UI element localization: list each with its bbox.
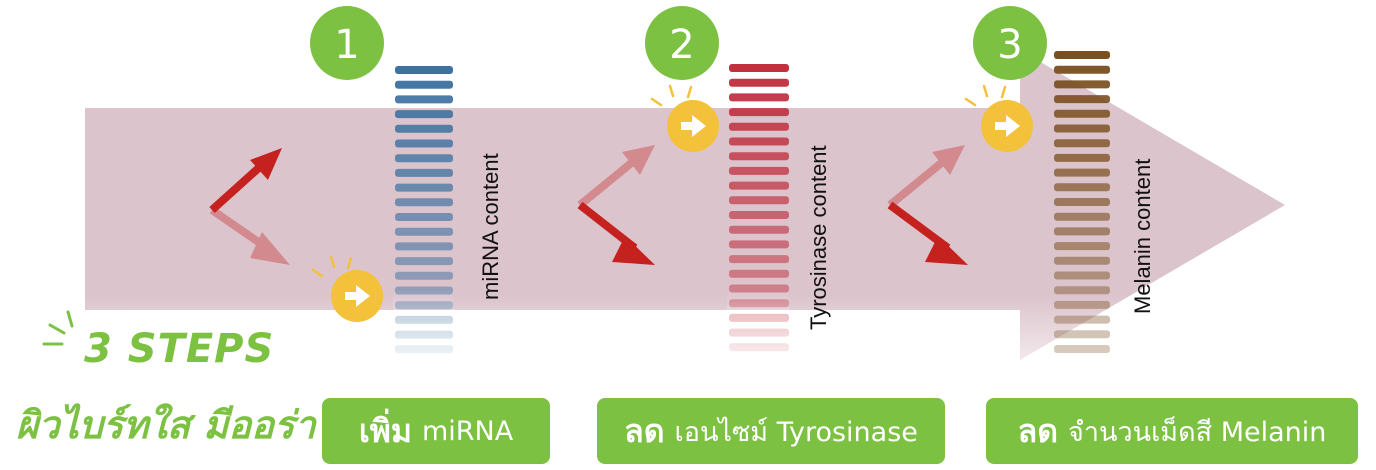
bar-stripe	[729, 93, 789, 102]
step-3-marker	[964, 84, 1033, 152]
bar-stripe	[395, 168, 453, 177]
play-arrow-icon	[995, 115, 1020, 137]
bar-stripe	[1054, 183, 1110, 192]
brightening-tagline: ผิวไบร์ทใส มีออร่า	[16, 403, 316, 447]
bar-stripe	[1054, 300, 1110, 309]
steps-title: 3 STEPS	[84, 326, 275, 372]
bar-stripe	[1054, 95, 1110, 104]
bar-stripe	[1054, 227, 1110, 236]
trend-arrow-icon	[577, 145, 655, 209]
bar-stripe	[395, 242, 453, 251]
step-1-pill-text: miRNA	[421, 415, 514, 447]
step-2-marker	[650, 84, 719, 152]
step-3-pill-keyword: ลด	[1017, 411, 1059, 450]
bar-stripe	[395, 139, 453, 148]
bar-stripe	[729, 64, 789, 72]
step-3-number: 3	[997, 22, 1022, 68]
bar-stripe	[1054, 256, 1110, 265]
bar-stripe	[395, 257, 453, 266]
bar-stripe	[395, 213, 453, 221]
bar-stripe	[395, 110, 453, 119]
bar-stripe	[729, 211, 789, 219]
bar-stripe	[1054, 51, 1110, 59]
bar-stripe	[395, 95, 453, 104]
step-3-trend-arrows	[887, 145, 968, 265]
bar-stripe	[729, 225, 789, 234]
step-1-pill: เพิ่ม miRNA	[322, 398, 550, 464]
bar-stripe	[395, 80, 453, 89]
bar-stripe	[1054, 168, 1110, 177]
step-1-marker	[311, 255, 383, 322]
mirna-content-label: miRNA content	[478, 153, 503, 300]
bar-stripe	[1054, 198, 1110, 206]
step-3-badge: 3	[973, 6, 1047, 80]
bar-stripe	[1054, 315, 1110, 324]
bar-stripe	[729, 122, 789, 131]
bar-stripe	[1054, 330, 1110, 339]
bar-stripe	[729, 152, 789, 161]
sparkle-icon	[311, 255, 353, 278]
bar-stripe	[1054, 242, 1110, 251]
bar-stripe	[729, 269, 789, 278]
bar-stripe	[1054, 212, 1110, 221]
bar-stripe	[1054, 109, 1110, 118]
bar-stripe	[729, 108, 789, 117]
trend-arrow-icon	[887, 145, 965, 209]
bar-stripe	[1054, 65, 1110, 74]
bar-stripe	[729, 255, 789, 264]
bar-stripe	[395, 124, 453, 133]
bar-stripe	[1054, 153, 1110, 162]
step-3-pill: ลด จำนวนเม็ดสี Melanin	[986, 398, 1358, 464]
sparkle-icon	[964, 84, 1007, 107]
bar-stripe	[729, 240, 789, 249]
bar-stripe	[1054, 286, 1110, 295]
step-3-pill-text: จำนวนเม็ดสี Melanin	[1068, 416, 1327, 448]
step-2-badge: 2	[645, 6, 719, 80]
trend-arrow-icon	[209, 148, 282, 213]
step-1-badge: 1	[310, 6, 384, 80]
bar-stripe	[729, 196, 789, 205]
bar-stripe	[1054, 124, 1110, 133]
bar-stripe	[395, 198, 453, 207]
bar-stripe	[729, 137, 789, 146]
play-arrow-icon	[345, 285, 370, 307]
sparkle-icon	[42, 310, 74, 346]
step-1-trend-arrows	[209, 148, 290, 265]
trend-arrow-icon	[209, 206, 290, 265]
play-arrow-icon	[681, 115, 706, 137]
bar-stripe	[729, 78, 789, 87]
trend-arrow-icon	[577, 201, 655, 265]
melanin-content-bar	[1054, 51, 1110, 353]
tyrosinase-content-label: Tyrosinase content	[806, 145, 831, 330]
melanin-content-label: Melanin content	[1130, 158, 1155, 314]
step-1-number: 1	[334, 22, 359, 68]
bar-stripe	[729, 181, 789, 190]
sparkle-icon	[650, 84, 693, 107]
step-2-pill-text: เอนไซม์ Tyrosinase	[674, 416, 918, 448]
bar-stripe	[395, 154, 453, 163]
step-2-number: 2	[669, 22, 694, 68]
bar-stripe	[1054, 80, 1110, 89]
bar-stripe	[395, 227, 453, 236]
step-2-pill: ลด เอนไซม์ Tyrosinase	[597, 398, 945, 464]
bar-stripe	[729, 166, 789, 175]
trend-arrow-icon	[887, 201, 968, 265]
step-2-trend-arrows	[577, 145, 655, 265]
step-2-pill-keyword: ลด	[624, 411, 665, 450]
step-1-pill-keyword: เพิ่ม	[358, 411, 412, 450]
bar-stripe	[395, 183, 453, 192]
bar-stripe	[395, 271, 453, 280]
bar-stripe	[1054, 139, 1110, 148]
bar-stripe	[1054, 271, 1110, 280]
bar-stripe	[1054, 345, 1110, 353]
bar-stripe	[395, 66, 453, 74]
